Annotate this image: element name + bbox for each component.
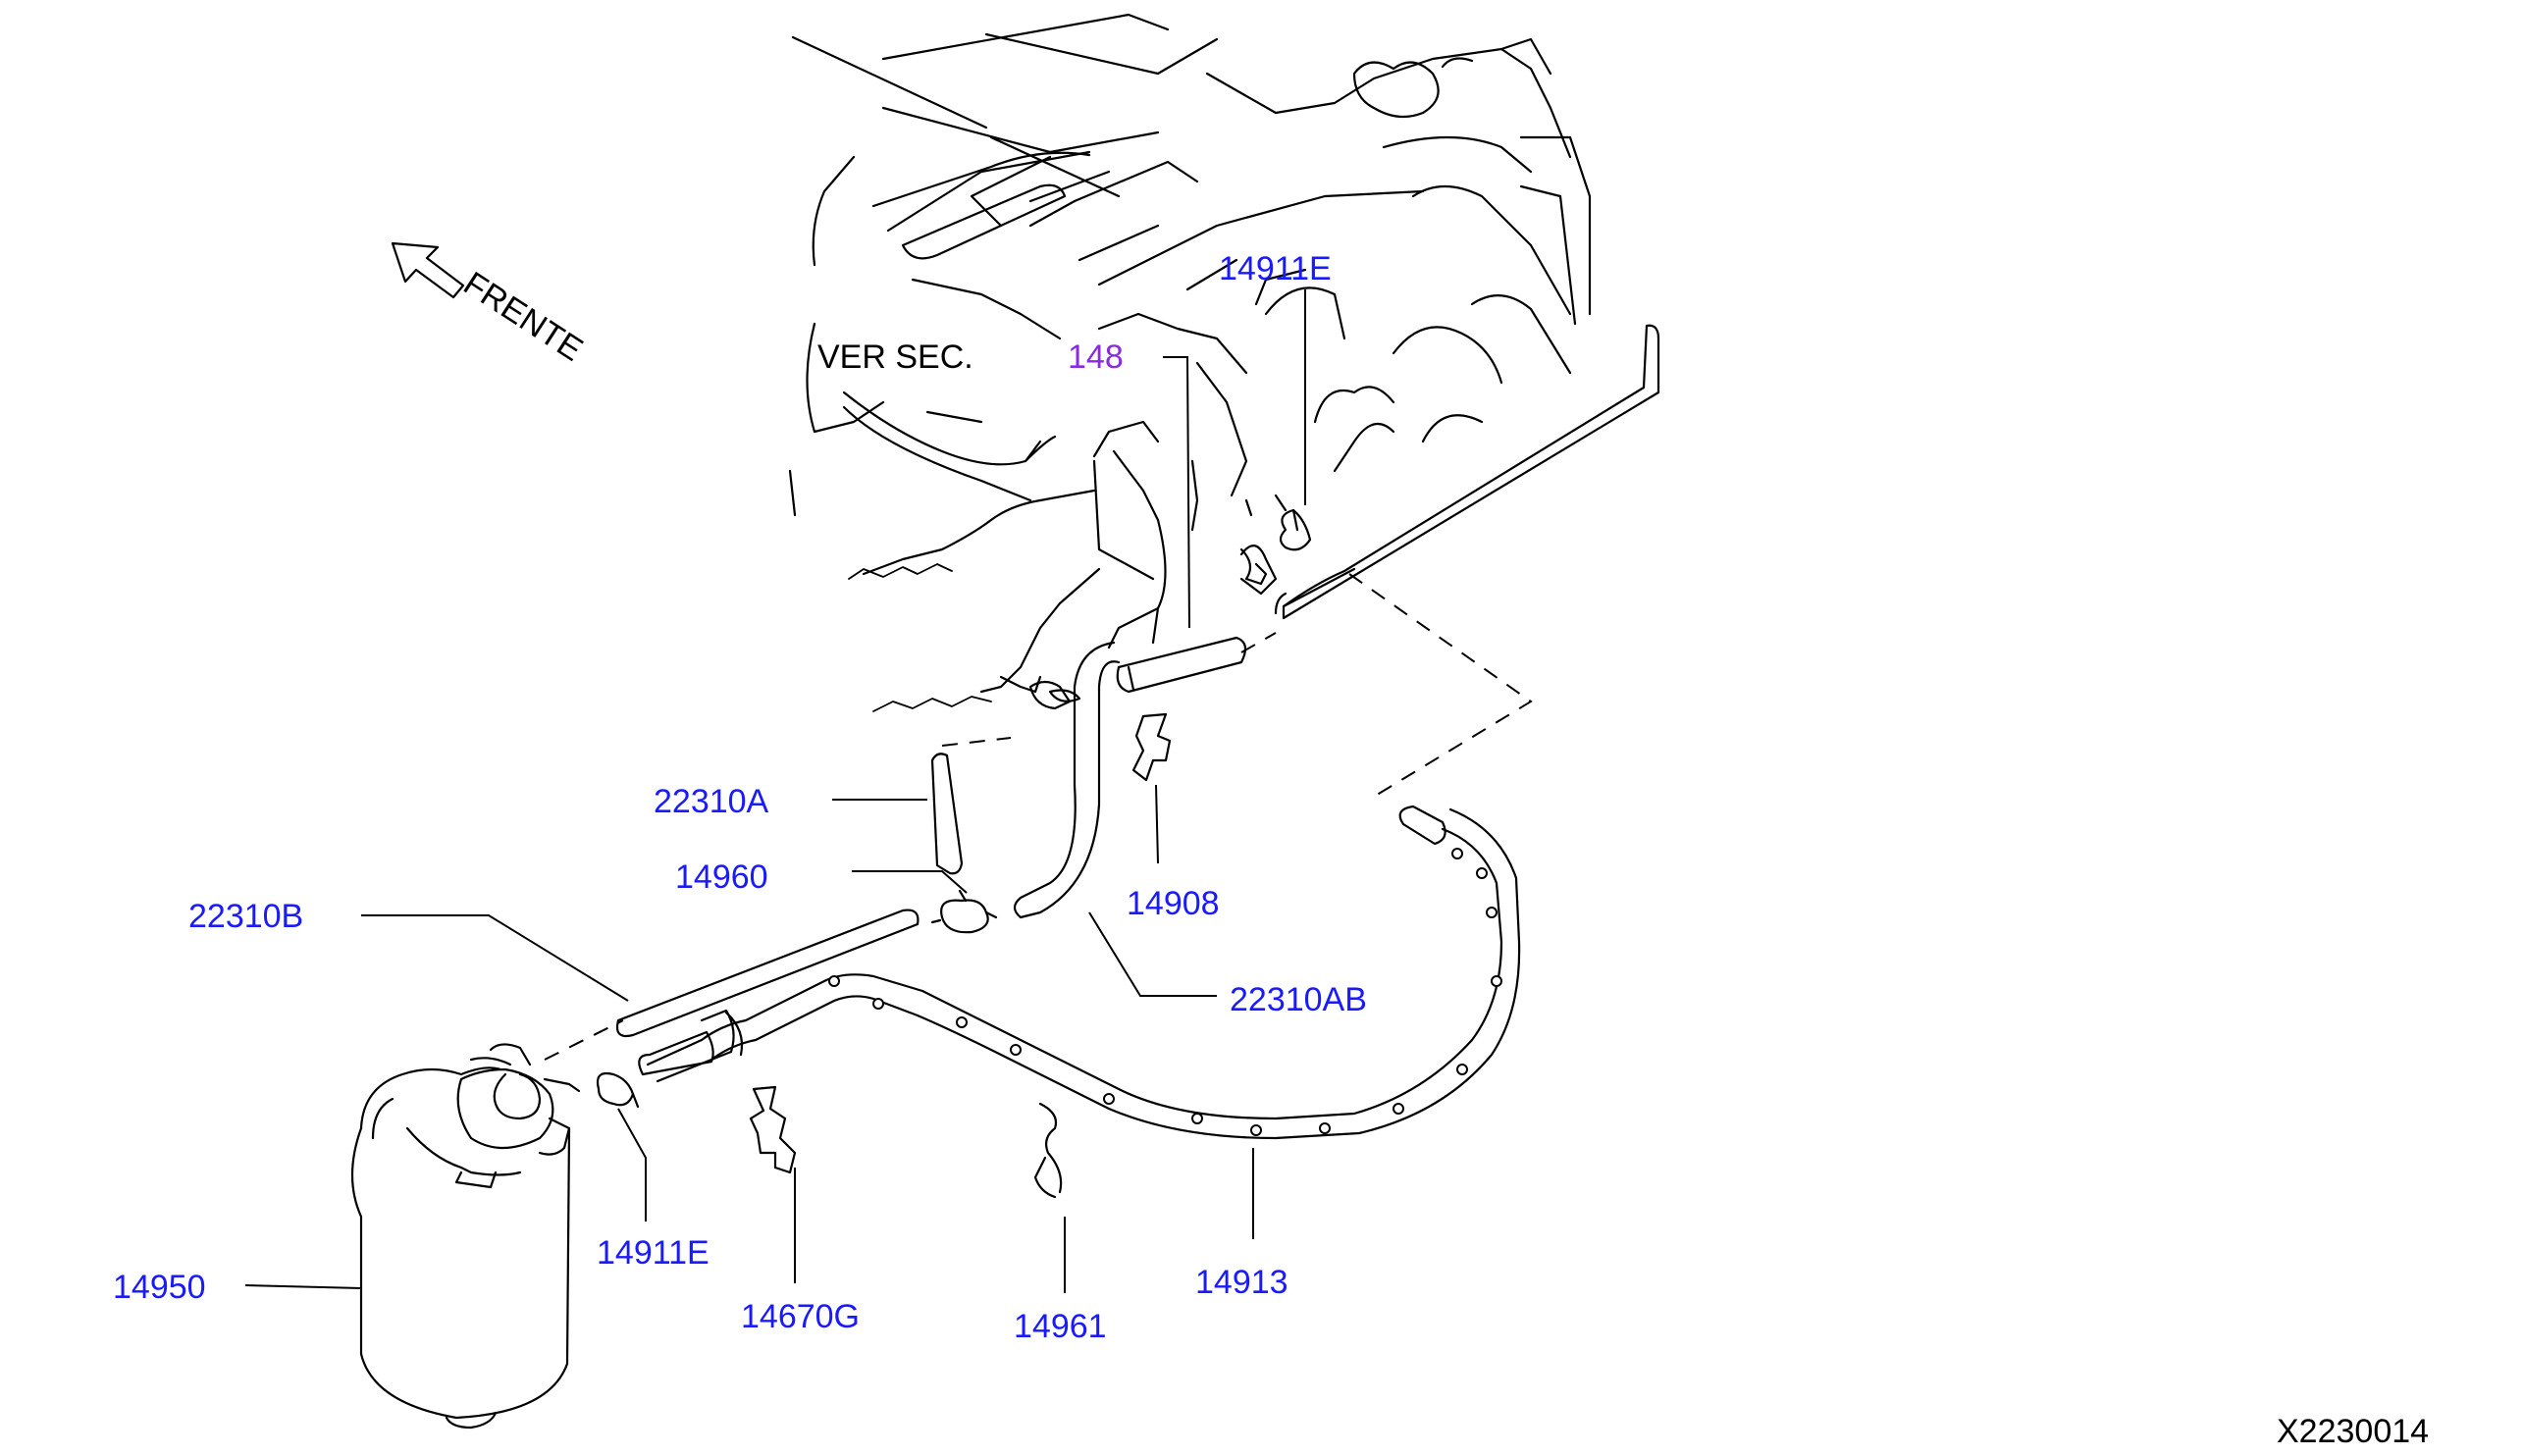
arrow-up-left-icon — [391, 241, 465, 299]
part-label-14911e-top[interactable]: 14911E — [1219, 250, 1332, 287]
see-section-reference: VER SEC. 148 — [817, 338, 1190, 629]
clip-14961 — [1033, 1102, 1063, 1199]
canister-14950 — [350, 1043, 581, 1430]
part-label-14908[interactable]: 14908 — [1127, 885, 1220, 922]
part-label-22310b[interactable]: 22310B — [188, 898, 303, 935]
hose-22310b — [615, 909, 920, 1038]
clip-14670g — [749, 1085, 797, 1174]
direction-label: FRENTE — [457, 265, 590, 369]
upper-short-hose — [1116, 636, 1247, 694]
see-section-text: VER SEC. — [817, 338, 973, 376]
hose-22310a — [930, 753, 964, 875]
leader-lines — [244, 289, 1306, 1293]
part-labels: 14911E 22310A 14960 22310B 14908 22310AB… — [113, 250, 1367, 1345]
part-label-14960[interactable]: 14960 — [675, 858, 768, 896]
part-label-14670g[interactable]: 14670G — [741, 1298, 860, 1335]
clamp-bottom — [596, 1071, 640, 1109]
connection-dashes — [544, 573, 1533, 1061]
hose-holes — [828, 848, 1502, 1136]
see-section-number[interactable]: 148 — [1068, 338, 1124, 376]
part-label-14911e-bottom[interactable]: 14911E — [597, 1234, 710, 1272]
clip-14908 — [1131, 712, 1172, 782]
drawing-id: X2230014 — [2277, 1413, 2429, 1450]
part-label-22310a[interactable]: 22310A — [654, 783, 769, 820]
part-label-14961[interactable]: 14961 — [1014, 1308, 1107, 1345]
hose-14913 — [638, 805, 1521, 1140]
connector-14960 — [930, 889, 998, 934]
part-label-14913[interactable]: 14913 — [1195, 1264, 1288, 1301]
part-label-22310ab[interactable]: 22310AB — [1230, 981, 1367, 1018]
part-label-14950[interactable]: 14950 — [113, 1269, 206, 1306]
valve-cover-ribs — [901, 160, 1199, 260]
direction-indicator: FRENTE — [391, 241, 590, 369]
clamp-top — [1279, 508, 1312, 551]
bracket-small — [1028, 547, 1268, 710]
hose-22310ab — [1013, 641, 1121, 919]
upper-vent-tube — [1274, 324, 1660, 620]
engine-outline — [788, 13, 1592, 712]
